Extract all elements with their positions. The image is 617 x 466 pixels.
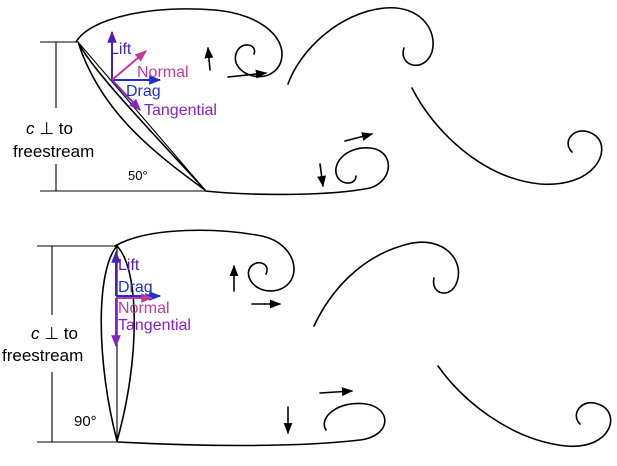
bottom-shed-vortex-1	[313, 241, 460, 327]
top-upper-shear-layer	[75, 8, 283, 78]
bottom-flow-arrow-lower	[319, 387, 354, 397]
top-lift-label: Lift	[110, 41, 132, 58]
bottom-chord-dimension	[37, 245, 118, 443]
bottom-lower-shear-layer	[117, 402, 386, 447]
top-flow-arrow-lower	[344, 132, 374, 142]
bottom-drag-label: Drag	[118, 279, 153, 296]
top-tangential-vector	[111, 79, 141, 111]
top-rotation-arrow-upper	[204, 46, 214, 71]
bottom-force-vectors: Lift Drag Normal Tangential	[111, 250, 191, 348]
top-normal-vector	[111, 50, 147, 81]
bottom-airfoil	[100, 245, 135, 442]
top-chord-dimension	[40, 41, 205, 192]
top-shed-vortex-1	[287, 7, 434, 85]
top-shed-vortex-2	[411, 87, 603, 185]
top-lower-shear-layer	[204, 147, 389, 196]
top-airfoil-chord	[77, 41, 206, 191]
top-chord-label-line1: c ⊥ to	[26, 119, 73, 138]
top-angle-label: 50°	[128, 168, 148, 183]
bottom-panel: c ⊥ to freestream 90° Lift Drag Normal T	[2, 229, 612, 447]
top-normal-label: Normal	[137, 64, 189, 81]
top-chord-label-line2: freestream	[13, 142, 94, 161]
top-flow-arrow-upper	[227, 69, 268, 79]
bottom-shed-vortex-2	[437, 365, 612, 447]
top-rotation-arrow-lower	[317, 163, 327, 188]
bottom-tangential-label: Tangential	[118, 317, 191, 334]
bottom-normal-label: Normal	[118, 300, 170, 317]
bottom-chord-label-line2: freestream	[2, 346, 83, 365]
top-force-vectors: Lift Normal Drag Tangential	[107, 30, 217, 119]
top-panel: c ⊥ to freestream 50° Lift Normal Drag T	[13, 7, 603, 196]
bottom-upper-shear-layer	[114, 229, 295, 292]
bottom-chord-label-line1: c ⊥ to	[31, 324, 78, 343]
bottom-lift-label: Lift	[118, 257, 140, 274]
top-drag-label: Drag	[126, 83, 161, 100]
top-tangential-label: Tangential	[144, 102, 217, 119]
bottom-angle-label: 90°	[74, 413, 97, 430]
